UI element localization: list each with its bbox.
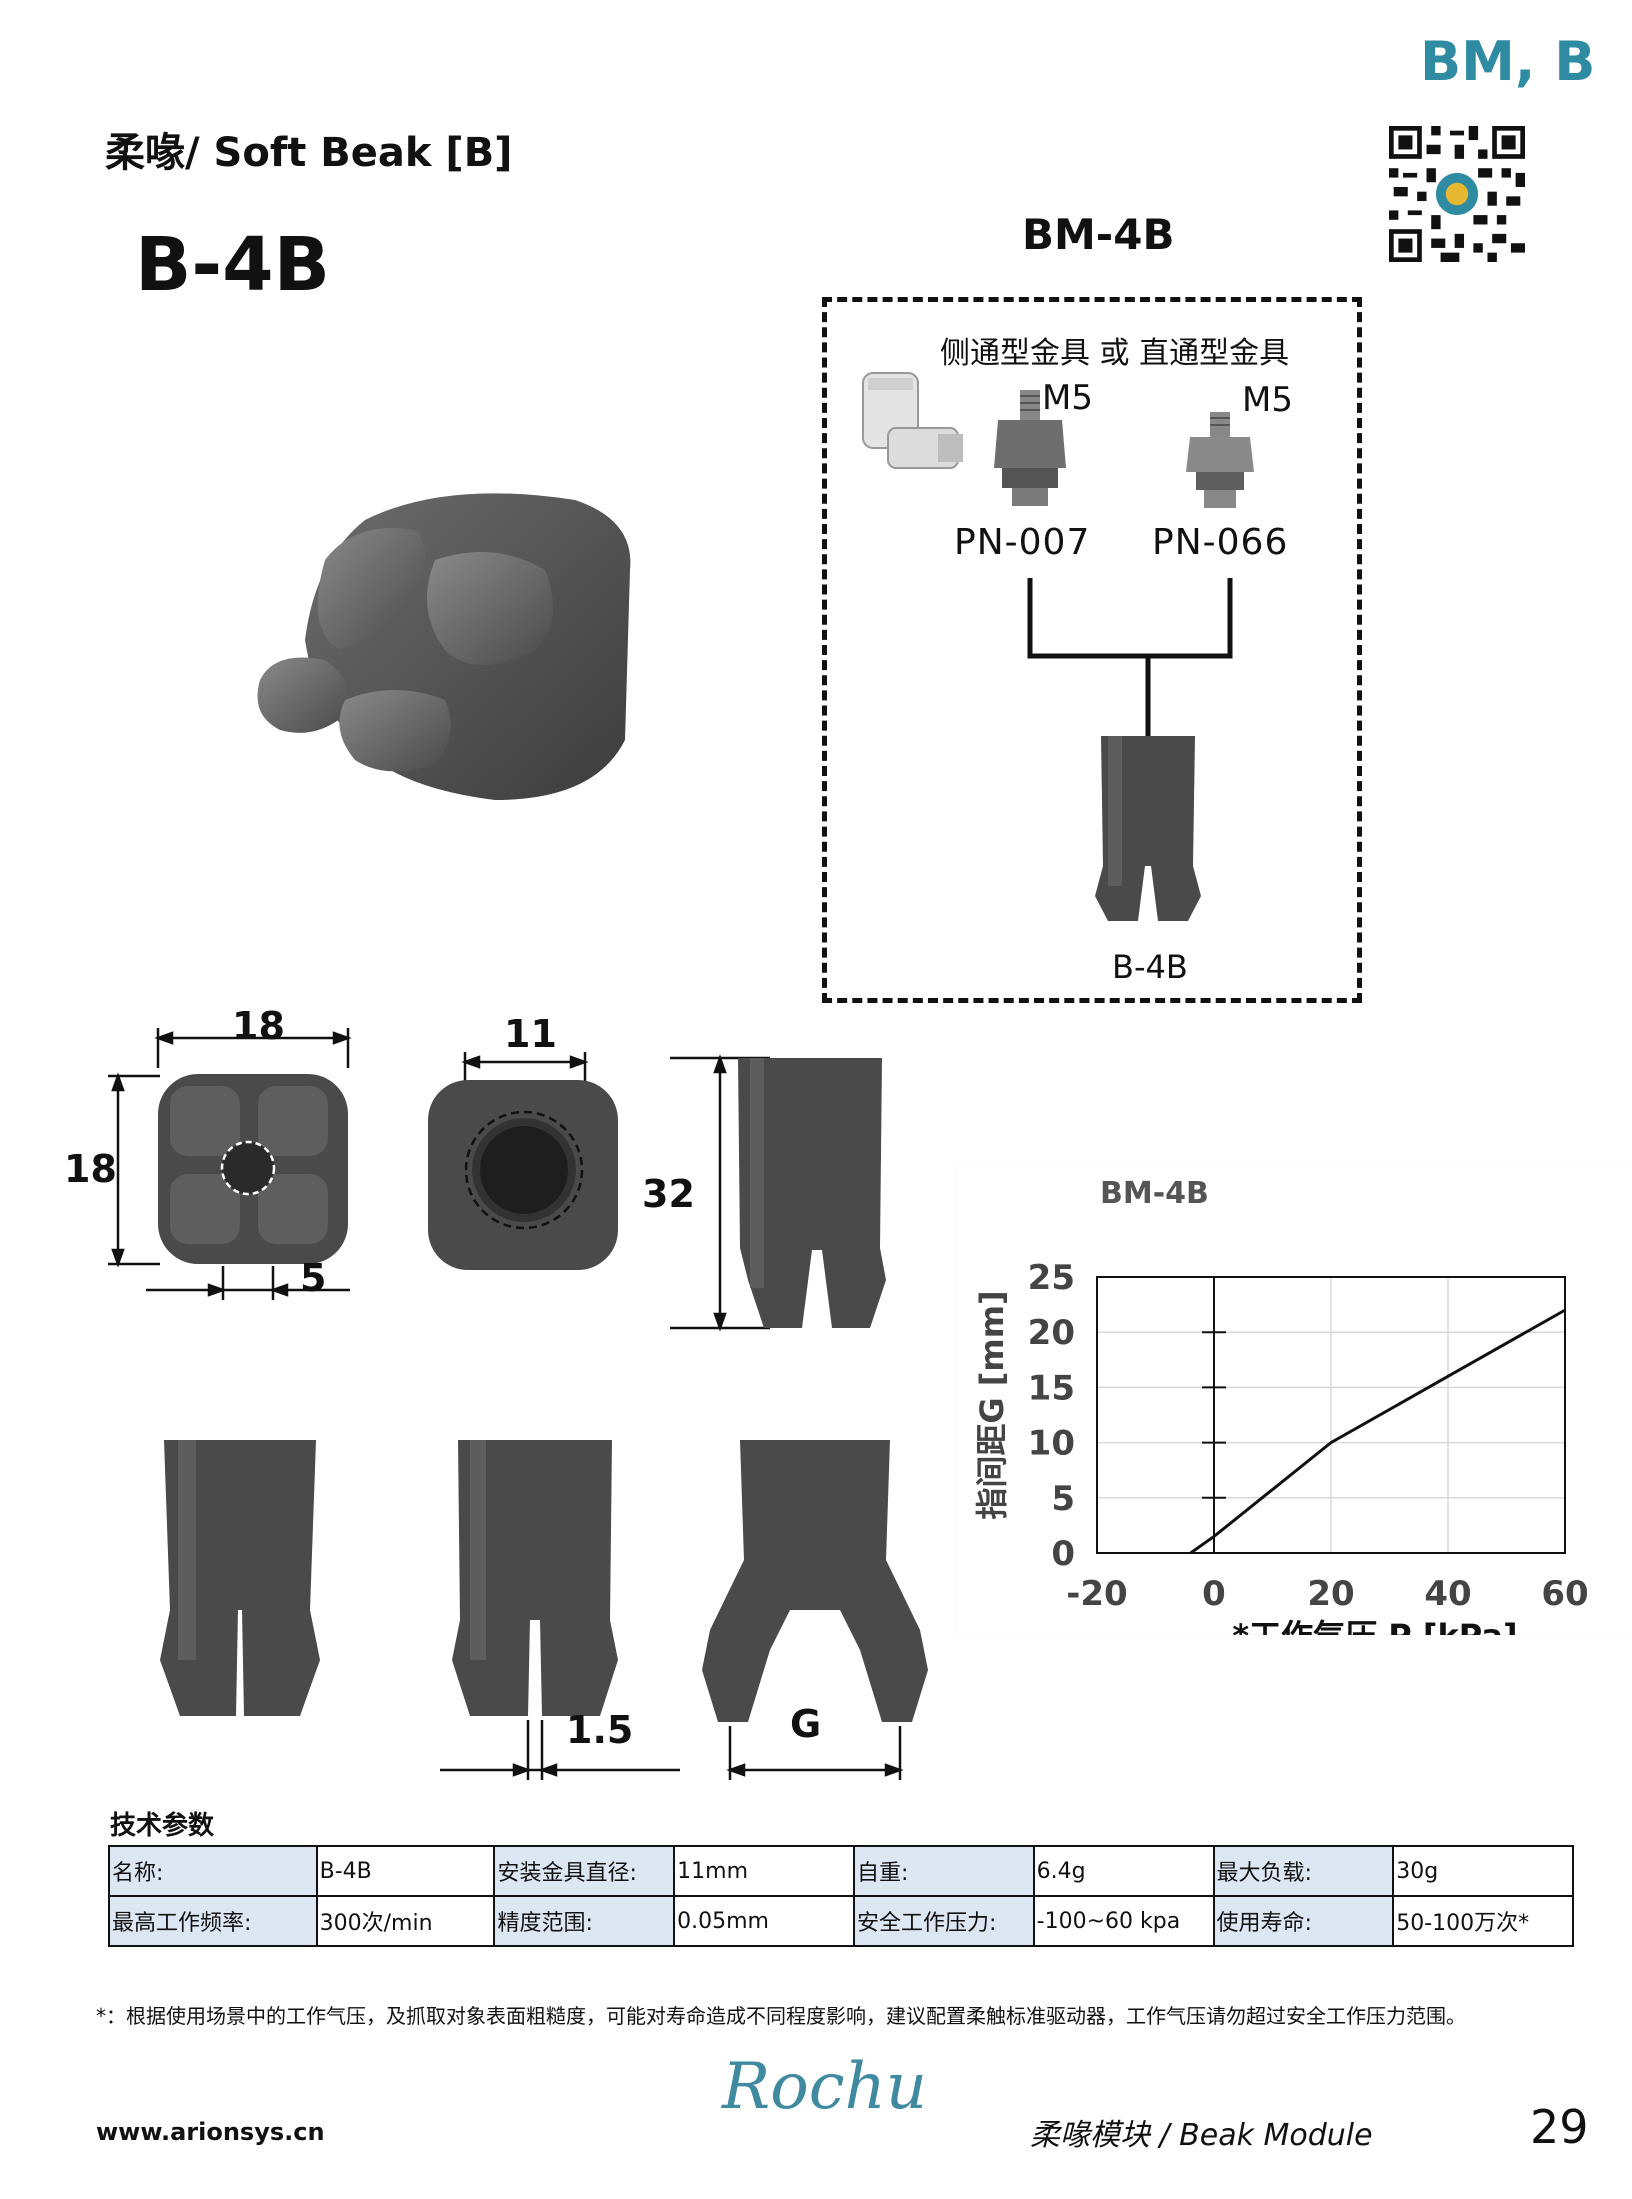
pn-007-fitting-image (994, 390, 1066, 506)
chart-y-tick-label: 10 (1028, 1424, 1075, 1464)
spec-value: 0.05mm (673, 1895, 855, 1947)
spec-row: 名称: B-4B 安装金具直径: 11mm 自重: 6.4g 最大负载: 30g (108, 1845, 1574, 1897)
product-render (257, 493, 631, 800)
spec-value: 300次/min (315, 1895, 496, 1947)
corner-tag: BM, B (1420, 30, 1596, 93)
chart-x-tick-label: 20 (1307, 1574, 1354, 1614)
chart-x-axis-label: *工作气压 P [kPa] (1232, 1617, 1517, 1635)
chart-x-tick-label: 60 (1541, 1574, 1588, 1614)
chart-title: BM-4B (1100, 1176, 1209, 1211)
dimension-length: 32 (642, 1172, 695, 1216)
part-label-pn-007: PN-007 (954, 522, 1091, 563)
spec-title: 技术参数 (110, 1811, 215, 1841)
spec-label: 安装金具直径: (493, 1845, 676, 1897)
spec-value: 6.4g (1032, 1845, 1215, 1897)
thread-label-right: M5 (1242, 380, 1293, 420)
website-link[interactable]: www.arionsys.cn (96, 2118, 325, 2146)
spec-value: B-4B (315, 1845, 496, 1897)
beak-open-view (702, 1440, 928, 1780)
side-view-drawing (670, 1054, 886, 1332)
dimension-stroke-label: G (790, 1702, 822, 1746)
spec-value: 50-100万次* (1392, 1895, 1574, 1947)
footnote: *：根据使用场景中的工作气压，及抓取对象表面粗糙度，可能对寿命造成不同程度影响，… (96, 2004, 1466, 2028)
spec-label: 最大负载: (1212, 1845, 1395, 1897)
beak-closed-view (160, 1440, 320, 1716)
spec-label: 自重: (852, 1845, 1035, 1897)
dimension-gap: 1.5 (566, 1708, 634, 1752)
brand-logo: Rochu (722, 2050, 927, 2124)
chart-y-tick-label: 15 (1028, 1368, 1075, 1408)
spec-label: 名称: (108, 1845, 318, 1897)
product-title: B-4B (135, 222, 331, 308)
spec-value: 30g (1392, 1845, 1574, 1897)
dimension-width: 18 (232, 1004, 285, 1048)
chart-y-axis-label: 指间距G [mm] (973, 1290, 1011, 1519)
chart-x-tick-label: 0 (1202, 1574, 1226, 1614)
section-title: 柔喙/ Soft Beak [B] (105, 130, 513, 176)
thread-label-left: M5 (1042, 378, 1093, 418)
dimension-height: 18 (64, 1147, 117, 1191)
pn-066-fitting-image (1186, 412, 1254, 508)
back-view-drawing (428, 1052, 618, 1270)
chart-series-line (1189, 1308, 1566, 1555)
fitting-title: 侧通型金具 或 直通型金具 (940, 336, 1290, 371)
chart-y-tick-label: 25 (1028, 1258, 1075, 1298)
chart-y-tick-label: 5 (1051, 1479, 1075, 1519)
beak-image (1095, 736, 1201, 921)
chart-x-tick-label: -20 (1066, 1574, 1127, 1614)
qr-code-icon (1388, 126, 1526, 262)
footer-module: 柔喙模块 / Beak Module (1030, 2118, 1373, 2153)
chart-frame (1096, 1276, 1566, 1554)
chart-y-tick-label: 20 (1028, 1313, 1075, 1353)
spec-label: 安全工作压力: (852, 1895, 1035, 1947)
front-view-drawing (108, 1028, 352, 1300)
dimension-mount-diameter: 11 (504, 1012, 557, 1056)
spec-table: 名称: B-4B 安装金具直径: 11mm 自重: 6.4g 最大负载: 30g… (108, 1845, 1574, 1947)
spec-label: 使用寿命: (1212, 1895, 1395, 1947)
chart-y-tick-label: 0 (1051, 1534, 1075, 1574)
elbow-fitting-image (862, 372, 963, 469)
dimension-slot: 5 (300, 1256, 327, 1300)
spec-label: 精度范围: (493, 1895, 676, 1947)
spec-row: 最高工作频率: 300次/min 精度范围: 0.05mm 安全工作压力: -1… (108, 1895, 1574, 1947)
assembly-diagram (822, 297, 1362, 1003)
connection-lines (1027, 578, 1233, 738)
beak-gap-view (440, 1440, 680, 1780)
spec-value: 11mm (673, 1845, 855, 1897)
chart-x-tick-label: 40 (1424, 1574, 1471, 1614)
part-label-pn-066: PN-066 (1152, 522, 1289, 563)
module-title: BM-4B (1022, 210, 1175, 259)
spec-value: -100~60 kpa (1032, 1895, 1215, 1947)
beak-label: B-4B (1112, 948, 1188, 986)
page-number: 29 (1530, 2100, 1589, 2154)
spec-label: 最高工作频率: (108, 1895, 318, 1947)
